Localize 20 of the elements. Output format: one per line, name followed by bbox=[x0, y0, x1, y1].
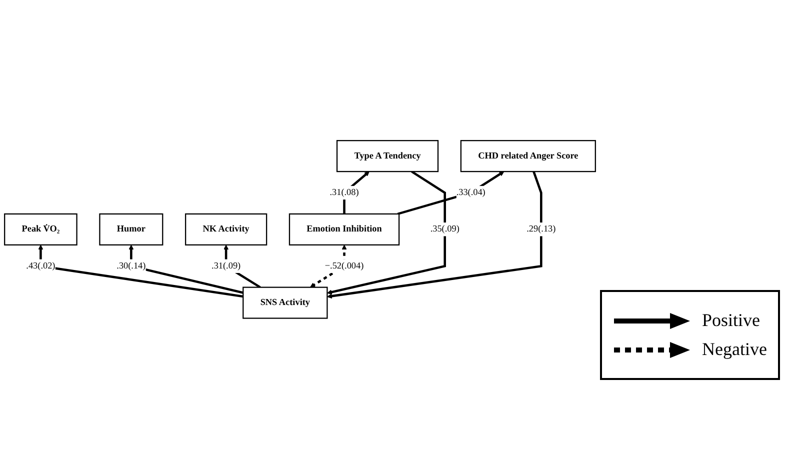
arrow bbox=[38, 244, 244, 298]
node-box: CHD related Anger Score bbox=[460, 140, 596, 172]
node-box: Humor bbox=[99, 212, 164, 246]
arrow bbox=[397, 170, 504, 215]
edge-label: .35(.09) bbox=[430, 224, 460, 234]
edge-label: −.52(.004) bbox=[324, 260, 364, 270]
node-box: SNS Activity bbox=[242, 286, 328, 318]
edge-label: .31(.08) bbox=[330, 187, 359, 197]
node-box: Type A Tendency bbox=[336, 140, 439, 172]
node-box: Peak V̇O₂ bbox=[4, 212, 78, 246]
node-box: NK Activity bbox=[184, 212, 268, 246]
edge-label: .29(.13) bbox=[526, 224, 556, 234]
node-box: Emotion Inhibition bbox=[288, 212, 400, 246]
legend-label: Positive bbox=[702, 310, 760, 331]
arrow bbox=[128, 244, 244, 294]
edge-label: .43(.02) bbox=[26, 260, 56, 270]
edge-label: .33(.04) bbox=[456, 187, 486, 197]
edge-label: .31(.09) bbox=[212, 260, 241, 270]
legend-label: Negative bbox=[702, 339, 767, 360]
edge-label: .30(.14) bbox=[116, 260, 146, 270]
